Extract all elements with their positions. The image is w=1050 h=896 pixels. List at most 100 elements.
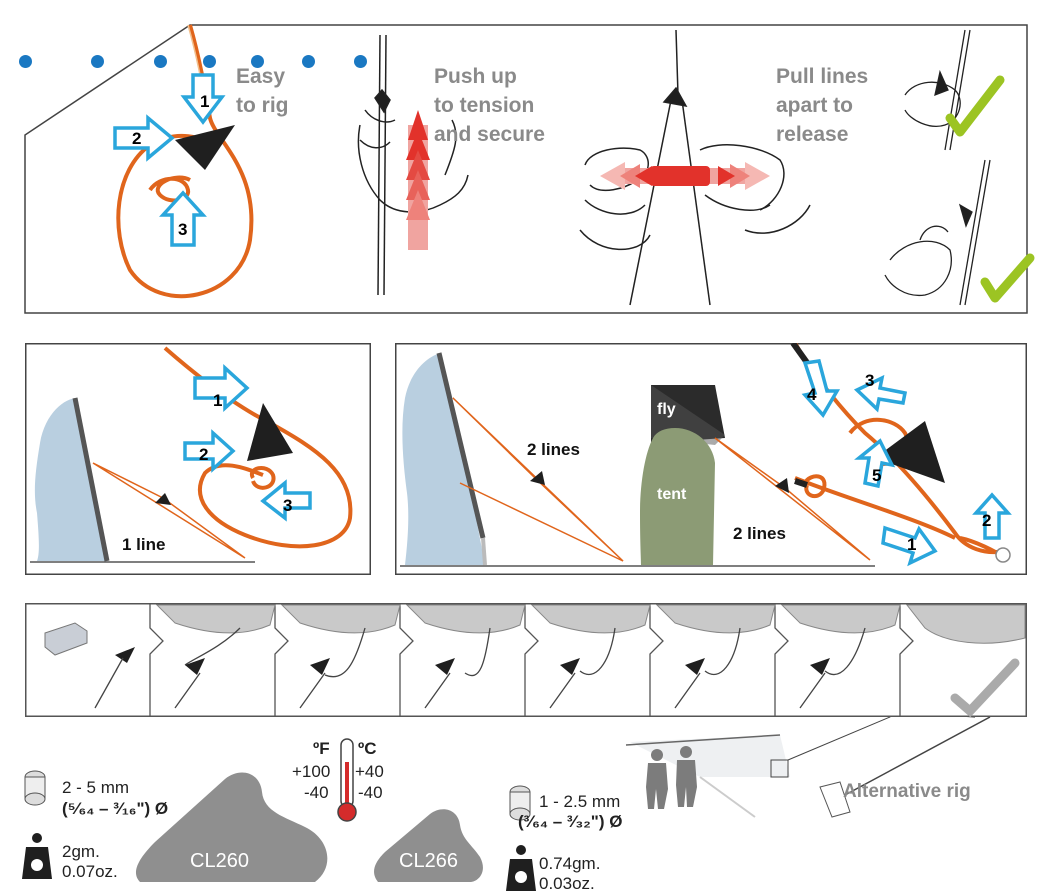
release-hands-illustration [884,29,991,306]
easy-to-rig-title: Easy to rig [236,65,289,117]
cl260-weight-oz: 0.07oz. [62,862,118,881]
guy-line [92,462,246,559]
cord-line [794,476,956,540]
arrow-4-icon [801,359,841,418]
tent-label: tent [657,486,687,503]
cl266-diameter-in: (³⁄₆₄ – ³⁄₃₂") Ø [518,812,623,831]
bottom-specs: 2 - 5 mm (⁵⁄₆₄ – ³⁄₁₆") Ø 2gm. 0.07oz. C… [0,717,1050,896]
stake-loop [995,547,1011,563]
one-line-panel: 1 2 3 1 line [25,343,371,575]
cleat-icon [775,478,789,493]
step-number-2: 2 [199,445,209,464]
cl260-name: CL260 [190,850,249,872]
cl260-diameter-in: (⁵⁄₆₄ – ³⁄₁₆") Ø [62,799,169,818]
pull-apart-arrow-icon [600,162,770,190]
arrow-2-icon [113,114,175,162]
arrow-1-icon [193,364,250,412]
tent-body [640,428,715,565]
spool-icon [509,785,531,821]
weight-icon [22,833,52,879]
step-number-3: 3 [283,496,293,515]
knot [803,474,827,499]
tent-wall [402,353,485,565]
cl266-shape [374,809,483,882]
top-panel-frame [24,24,1028,314]
dot-marker [19,55,32,68]
top-panel-drawing [24,24,1035,314]
arrow-3-icon [159,190,207,247]
sequence-strip-drawing [25,603,1027,717]
cl260-weight-g: 2gm. [62,842,100,861]
thermometer-icon [337,738,357,822]
cleat-icon [530,471,545,485]
alternative-rig-label: Alternative rig [843,781,971,802]
two-lines-label-top: 2 lines [527,440,580,459]
celsius-low: -40 [358,783,383,802]
step-number-2: 2 [132,129,142,148]
arrow-3-icon [260,479,312,522]
step-number-1: 1 [200,92,210,111]
two-lines-panel: 1 2 3 4 5 2 lines 2 lines fly tent [395,343,1027,575]
celsius-high: +40 [355,762,384,781]
top-panel: 1 2 3 Easy to rig Push up to tension and… [0,0,1050,320]
dot-marker [154,55,167,68]
checkmark-icon [945,75,1005,137]
checkmark-icon [980,253,1035,303]
one-line-drawing [25,343,371,575]
push-up-illustration [357,34,469,296]
spool-icon [24,770,46,806]
cl266-weight-g: 0.74gm. [539,854,601,873]
push-up-title: Push up to tension and secure [434,65,545,146]
weight-icon [506,845,536,891]
cl260-shape [135,772,328,882]
sequence-frame-1 [44,622,135,709]
cl266-name: CL266 [399,850,458,872]
cleat-icon [247,403,293,461]
fly-label: fly [657,401,676,418]
cleat-icon [875,421,945,483]
step-number-1: 1 [907,535,917,554]
dot-marker [354,55,367,68]
cleat-icon [175,125,235,170]
fahrenheit-low: -40 [304,783,329,802]
knot [249,466,276,490]
one-line-label: 1 line [122,535,166,554]
cleat-icon [155,493,171,505]
alternative-rig-illustration [625,717,991,818]
arrow-2-icon [183,429,236,473]
pull-lines-title: Pull lines apart to release [776,65,869,146]
cord-loop [116,24,254,299]
arrow-1-icon [881,525,938,567]
step-number-4: 4 [807,385,817,404]
sequence-strip [25,603,1027,717]
pull-apart-illustration [579,29,811,306]
fahrenheit-label: ºF [313,739,330,758]
cl266-weight-oz: 0.03oz. [539,874,595,893]
two-lines-drawing [395,343,1027,575]
two-lines-label-bottom: 2 lines [733,524,786,543]
cord-loop [163,346,353,549]
bottom-specs-drawing [22,717,991,891]
step-number-5: 5 [872,466,882,485]
step-number-3: 3 [865,371,875,390]
step-number-3: 3 [178,220,188,239]
arrow-2-icon [972,492,1012,540]
dot-marker [203,55,216,68]
arrow-1-icon [180,73,226,125]
fahrenheit-high: +100 [292,762,331,781]
cl260-diameter-mm: 2 - 5 mm [62,778,130,797]
step-number-1: 1 [213,391,223,410]
push-up-arrow-icon [406,110,430,250]
step-number-2: 2 [982,511,992,530]
guy-line [714,437,871,561]
checkmark-icon [950,658,1020,717]
dot-marker [251,55,264,68]
tent-wall [34,398,107,561]
cl266-diameter-mm: 1 - 2.5 mm [539,792,621,811]
arrow-5-icon [854,438,896,489]
dot-marker [91,55,104,68]
arrow-3-icon [853,374,908,413]
dot-marker [302,55,315,68]
frame-separators [149,603,914,717]
celsius-label: ºC [358,739,377,758]
